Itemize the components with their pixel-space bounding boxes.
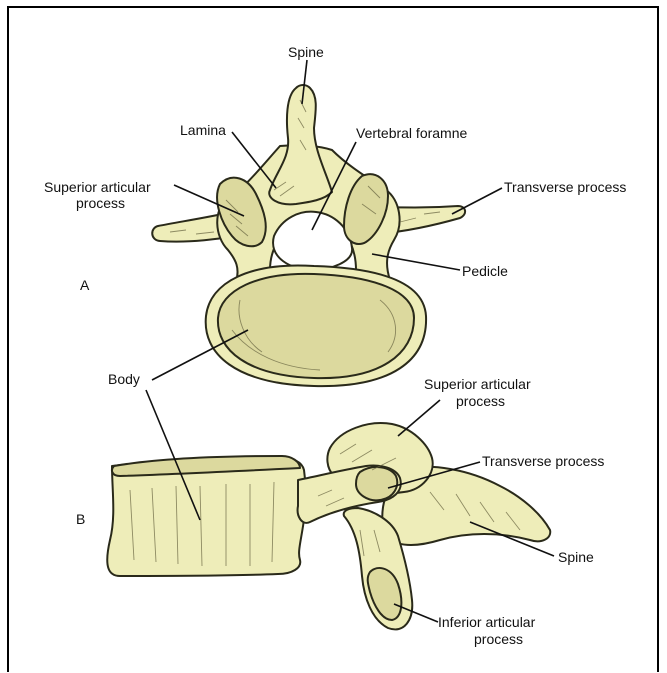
label-body: Body bbox=[108, 371, 140, 387]
label-a-vertebral-foramen: Vertebral foramne bbox=[356, 125, 467, 141]
label-a-superior-articular-2: process bbox=[76, 195, 125, 211]
label-b-superior-articular-2: process bbox=[456, 393, 505, 409]
label-b-spine: Spine bbox=[558, 549, 594, 565]
label-b-inferior-articular-1: Inferior articular bbox=[438, 614, 536, 630]
letter-a: A bbox=[80, 277, 90, 293]
label-b-inferior-articular-2: process bbox=[474, 631, 523, 647]
label-a-superior-articular-1: Superior articular bbox=[44, 179, 151, 195]
label-b-superior-articular-1: Superior articular bbox=[424, 376, 531, 392]
view-b-transverse-process bbox=[356, 467, 397, 500]
letter-b: B bbox=[76, 511, 85, 527]
leader-b-superior-articular bbox=[398, 400, 440, 436]
label-a-transverse-process: Transverse process bbox=[504, 179, 626, 195]
label-a-spine: Spine bbox=[288, 44, 324, 60]
view-a-body-rim bbox=[218, 274, 414, 378]
label-b-transverse-process: Transverse process bbox=[482, 453, 604, 469]
label-a-pedicle: Pedicle bbox=[462, 263, 508, 279]
label-a-lamina: Lamina bbox=[180, 122, 226, 138]
leader-a-transverse-process bbox=[452, 188, 502, 214]
